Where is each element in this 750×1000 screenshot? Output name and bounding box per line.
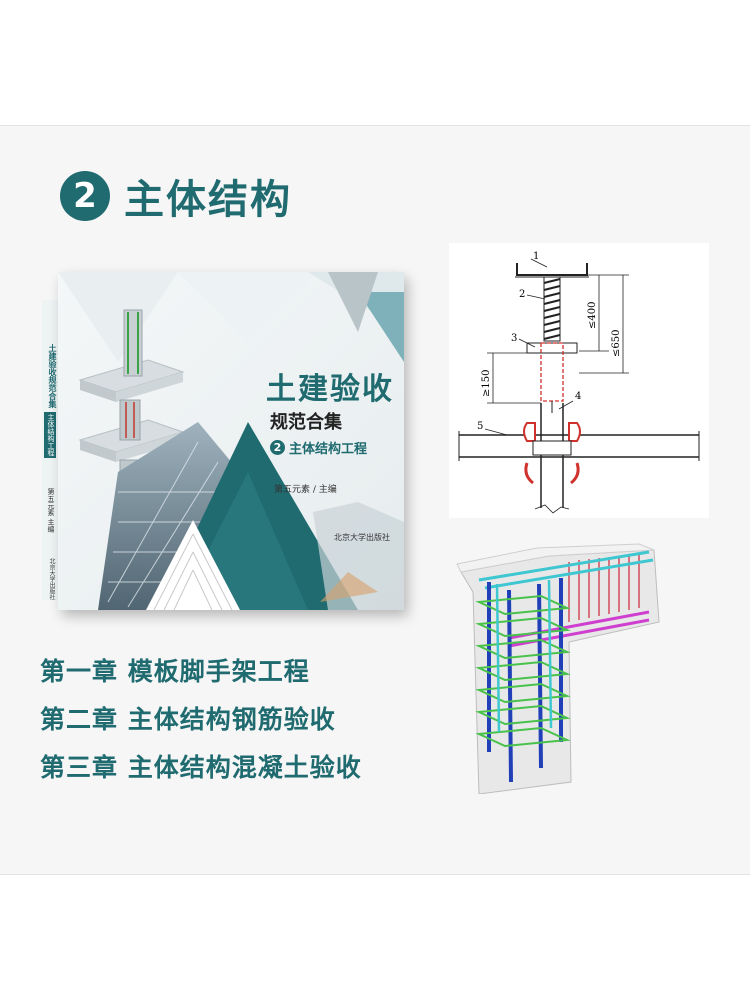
drawing-label-4: 4 — [575, 391, 581, 402]
spine-author: 第五元素 主编 — [47, 488, 55, 533]
drawing-label-3: 3 — [511, 333, 517, 344]
formwork-support-drawing: 1 2 3 4 5 ≤400 ≤650 ≥150 — [449, 243, 709, 518]
section-number-badge: 2 — [60, 171, 110, 221]
chapter-list: 第一章 模板脚手架工程 第二章 主体结构钢筋验收 第三章 主体结构混凝土验收 — [40, 648, 362, 792]
dim-150: ≥150 — [481, 370, 492, 397]
rebar-3d-drawing — [449, 532, 669, 795]
book-spine: 土建验收规范合集 主体结构工程 第五元素 主编 北京大学出版社 — [42, 300, 59, 600]
section-title: 主体结构 — [124, 177, 292, 223]
spine-volume: 主体结构工程 — [44, 412, 56, 458]
cover-subtitle: 规范合集 — [270, 412, 342, 433]
chapter-item: 第三章 主体结构混凝土验收 — [40, 753, 362, 782]
drawing-label-2: 2 — [519, 289, 525, 300]
cover-volume: 2 主体结构工程 — [270, 438, 367, 457]
cover-author: 第五元素 / 主编 — [274, 485, 337, 495]
cover-title: 土建验收 — [266, 372, 394, 407]
book-cover: 土建验收 规范合集 2 主体结构工程 第五元素 / 主编 北京大学出版社 — [58, 272, 404, 610]
drawing-label-5: 5 — [477, 421, 483, 432]
spine-publisher: 北京大学出版社 — [48, 558, 55, 600]
support-drawing-svg: 1 2 3 4 5 ≤400 ≤650 ≥150 — [458, 251, 700, 514]
book-image: 土建验收规范合集 主体结构工程 第五元素 主编 北京大学出版社 — [42, 272, 404, 610]
cover-publisher: 北京大学出版社 — [334, 533, 390, 542]
chapter-item: 第二章 主体结构钢筋验收 — [40, 705, 336, 734]
cover-volume-number: 2 — [270, 440, 285, 455]
rebar-drawing-svg — [456, 543, 660, 795]
chapter-item: 第一章 模板脚手架工程 — [40, 657, 310, 686]
section-heading: 2 主体结构 — [60, 168, 292, 224]
cover-artwork — [58, 272, 404, 610]
cover-volume-title: 主体结构工程 — [289, 442, 368, 457]
drawing-label-1: 1 — [533, 251, 539, 262]
spine-title: 土建验收规范合集 — [48, 344, 57, 408]
dim-400: ≤400 — [587, 302, 598, 329]
dim-650: ≤650 — [611, 330, 622, 357]
